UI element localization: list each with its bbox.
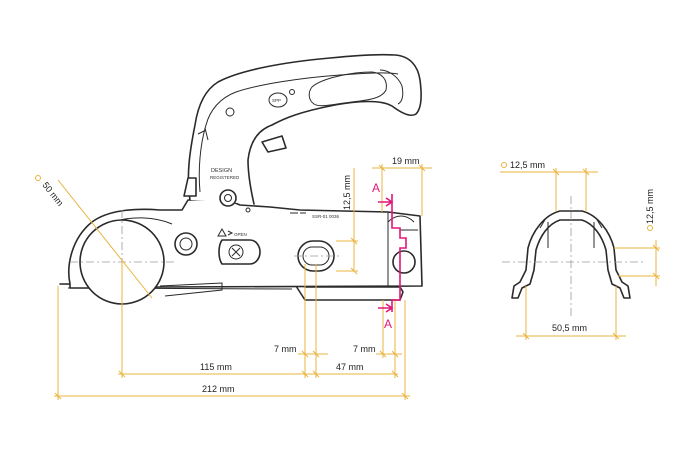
section-profile (511, 210, 631, 299)
handle-neck (183, 177, 197, 197)
dim-slot-height-label: 12,5 mm (342, 175, 352, 210)
dim-ball-to-slot-label: 115 mm (200, 362, 232, 372)
handle-hole (225, 107, 235, 117)
housing-bottom-line (159, 282, 223, 297)
dim-section-width-label: 50,5 mm (552, 323, 587, 333)
dim-slot-width-right-label: 7 mm (353, 344, 376, 354)
part-number: SSR-01 0036 (312, 214, 340, 219)
logo-badge (268, 92, 288, 108)
release-button (261, 135, 287, 153)
drawbar-hole (392, 250, 416, 274)
open-label: OPEN (234, 232, 247, 237)
design-label: DESIGN (211, 168, 232, 174)
dim-section-top-label: 12,5 mm (510, 160, 545, 170)
handle-grip-recess (308, 71, 387, 107)
dim-overall-length-label: 212 mm (202, 384, 235, 394)
warning-triangle (217, 227, 227, 237)
dim-slot-width-left-label: 7 mm (274, 344, 297, 354)
dim-slot-to-end-label: 47 mm (336, 362, 364, 372)
handle-inner-line (198, 72, 399, 193)
section-mark-top: A (372, 181, 380, 195)
dim-section-side-label: 12,5 mm (645, 189, 655, 224)
safety-knob (218, 239, 261, 265)
section-cut-line (391, 194, 407, 312)
pivot-bolt (219, 189, 237, 207)
housing-bolt (174, 232, 198, 256)
registered-label: REGISTERED (210, 175, 240, 180)
dim-top-width-label: 19 mm (392, 156, 420, 166)
dim-ball-diameter (57, 179, 153, 299)
logo-text: SPP (272, 98, 281, 103)
section-mark-bottom: A (384, 317, 392, 331)
registered-mark (289, 89, 295, 95)
coupling-handle (187, 53, 422, 205)
